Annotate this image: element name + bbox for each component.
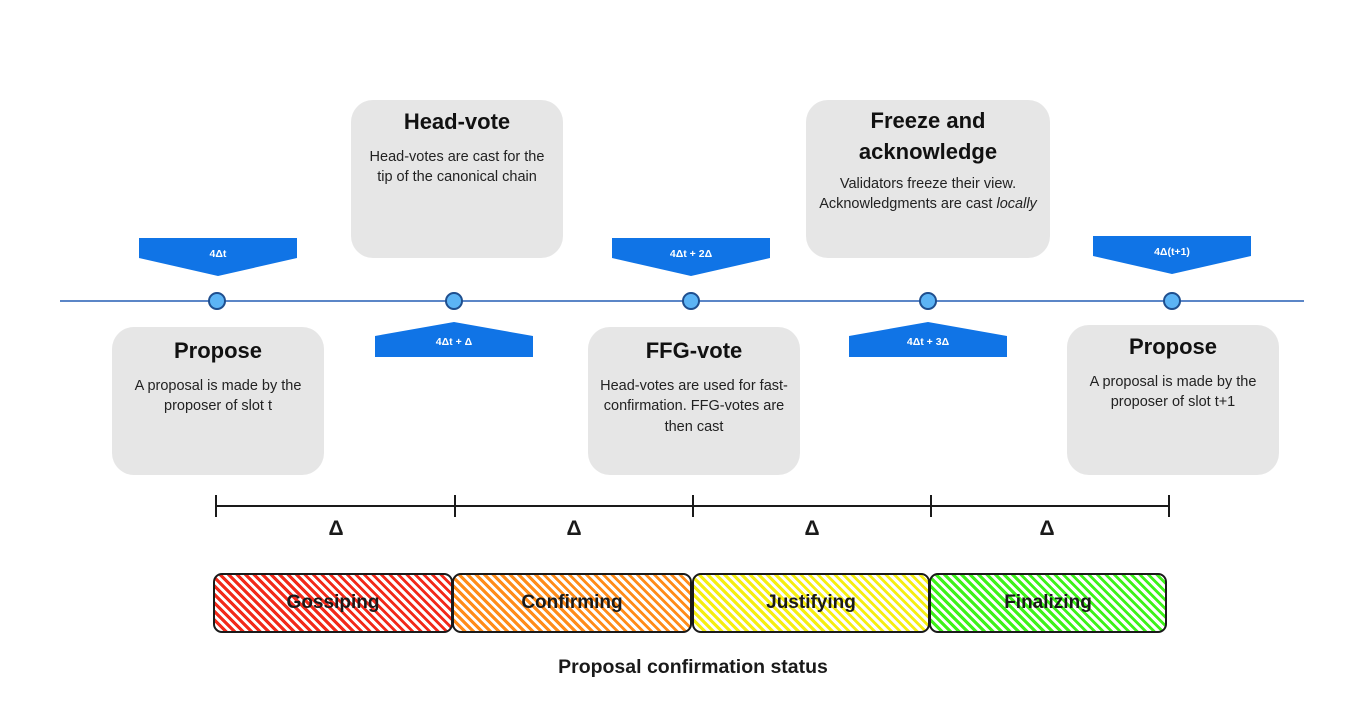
- description-text: Validators freeze their view. Acknowledg…: [819, 175, 1017, 213]
- interval-label: Δ: [1039, 517, 1055, 540]
- card-description: A proposal is made by the proposer of sl…: [134, 377, 302, 415]
- event-card-propose-t: Propose A proposal is made by the propos…: [112, 327, 324, 475]
- status-label: Justifying: [766, 592, 856, 613]
- banner-down-shape: [139, 238, 297, 276]
- card-description: A proposal is made by the proposer of sl…: [1089, 373, 1257, 411]
- ruler-tick: [930, 495, 932, 517]
- timeline-node-2: [445, 292, 463, 310]
- ruler-tick: [1168, 495, 1170, 517]
- ruler-tick: [215, 495, 217, 517]
- timeline-node-1: [208, 292, 226, 310]
- status-label: Finalizing: [1004, 592, 1092, 613]
- card-title: Propose: [1128, 334, 1218, 359]
- card-description: Head-votes are cast for the tip of the c…: [369, 148, 545, 186]
- status-label: Gossiping: [286, 592, 380, 613]
- ruler-tick: [454, 495, 456, 517]
- time-banner-3: 4Δt + 2Δ: [612, 238, 770, 276]
- banner-down-shape: [612, 238, 770, 276]
- time-label: 4Δt: [209, 248, 227, 260]
- time-banner-1: 4Δt: [139, 238, 297, 276]
- time-label: 4Δt + Δ: [435, 336, 473, 348]
- description-emphasis: locally: [996, 196, 1037, 213]
- card-title: FFG-vote: [645, 338, 743, 363]
- time-label: 4Δt + 2Δ: [669, 248, 713, 260]
- status-justifying: Justifying: [692, 573, 930, 633]
- interval-label: Δ: [804, 517, 820, 540]
- time-banner-4: 4Δt + 3Δ: [849, 322, 1007, 357]
- status-gossiping: Gossiping: [213, 573, 453, 633]
- card-title: Freeze and acknowledge: [858, 108, 998, 164]
- event-card-propose-t1: Propose A proposal is made by the propos…: [1067, 325, 1279, 475]
- interval-label: Δ: [566, 517, 582, 540]
- time-label: 4Δt + 3Δ: [906, 336, 950, 348]
- banner-up-shape: [375, 322, 533, 357]
- ruler-tick: [692, 495, 694, 517]
- event-card-head-vote: Head-vote Head-votes are cast for the ti…: [351, 100, 563, 258]
- event-card-ffg-vote: FFG-vote Head-votes are used for fast-co…: [588, 327, 800, 475]
- status-label: Confirming: [521, 592, 623, 613]
- time-banner-2: 4Δt + Δ: [375, 322, 533, 357]
- time-banner-5: 4Δ(t+1): [1093, 236, 1251, 274]
- status-caption: Proposal confirmation status: [558, 656, 828, 678]
- card-description: Head-votes are used for fast-confirmatio…: [600, 377, 788, 435]
- time-label: 4Δ(t+1): [1154, 246, 1190, 258]
- banner-up-shape: [849, 322, 1007, 357]
- card-description: Validators freeze their view. Acknowledg…: [818, 174, 1038, 215]
- event-card-freeze-acknowledge: Freeze and acknowledge Validators freeze…: [806, 100, 1050, 258]
- timeline-node-3: [682, 292, 700, 310]
- banner-down-shape: [1093, 236, 1251, 274]
- timeline-node-4: [919, 292, 937, 310]
- card-title: Head-vote: [403, 109, 511, 134]
- card-title: Propose: [173, 338, 263, 363]
- status-confirming: Confirming: [452, 573, 692, 633]
- status-finalizing: Finalizing: [929, 573, 1167, 633]
- timeline-node-5: [1163, 292, 1181, 310]
- interval-label: Δ: [328, 517, 344, 540]
